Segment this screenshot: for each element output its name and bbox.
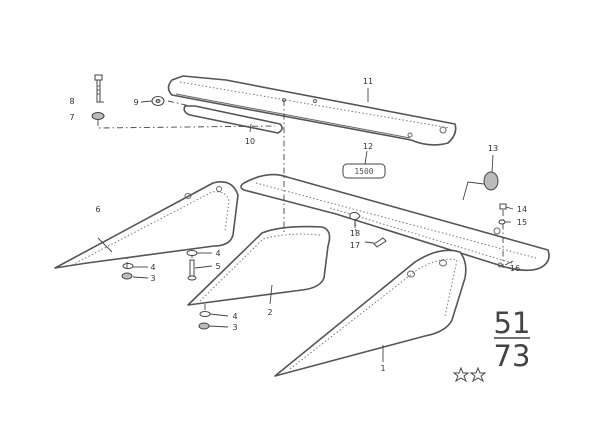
bolt-5 xyxy=(187,259,197,281)
screw-14 xyxy=(499,203,507,210)
callout-4: 4 xyxy=(215,249,220,258)
code-bottom: 73 xyxy=(494,339,531,373)
callout-15: 15 xyxy=(517,218,527,227)
washer-4c xyxy=(199,311,211,317)
leader-lines xyxy=(97,88,514,362)
callout-11: 11 xyxy=(363,77,373,86)
callout-14: 14 xyxy=(517,205,527,214)
callout-17: 17 xyxy=(350,241,360,250)
side-panel-1 xyxy=(274,249,467,377)
clip-18 xyxy=(349,211,361,221)
washer-15 xyxy=(498,219,506,225)
washer-4b xyxy=(186,250,198,256)
washer-7 xyxy=(91,112,105,120)
callout-13: 13 xyxy=(488,144,498,153)
callout-9: 9 xyxy=(133,98,138,107)
callout-12: 12 xyxy=(363,142,373,151)
grommet-9 xyxy=(151,96,165,106)
callout-4: 4 xyxy=(232,312,237,321)
callout-2: 2 xyxy=(267,308,272,317)
callout-3: 3 xyxy=(232,323,237,332)
callout-3: 3 xyxy=(150,274,155,283)
callout-6: 6 xyxy=(95,205,100,214)
catalogue-code: 51 73 xyxy=(494,306,531,373)
star-icon xyxy=(452,366,470,383)
centre-panel-2 xyxy=(187,225,331,306)
callout-5: 5 xyxy=(215,262,220,271)
code-top: 51 xyxy=(494,306,531,340)
spoiler-blade-11 xyxy=(167,75,457,146)
star-icon xyxy=(469,366,487,383)
callout-7: 7 xyxy=(69,113,74,122)
rear-moulding-16 xyxy=(240,173,550,272)
callout-8: 8 xyxy=(69,97,74,106)
washer-4a xyxy=(122,263,134,269)
nut-3b xyxy=(198,322,210,330)
callout-10: 10 xyxy=(245,137,255,146)
callout-18: 18 xyxy=(350,229,360,238)
callout-4: 4 xyxy=(150,263,155,272)
callout-16: 16 xyxy=(510,264,520,273)
bolt-8 xyxy=(94,74,103,103)
emblem-plate-12: 1500 xyxy=(342,163,386,179)
plate-text: 1500 xyxy=(354,167,373,176)
callout-labels: 1 2 3 3 4 4 4 5 6 7 8 9 10 11 12 13 14 1… xyxy=(69,77,527,373)
nut-3a xyxy=(121,272,133,280)
callout-1: 1 xyxy=(380,364,385,373)
side-panel-6 xyxy=(54,181,239,269)
screw-17 xyxy=(373,237,387,248)
round-emblem-13 xyxy=(462,171,499,201)
